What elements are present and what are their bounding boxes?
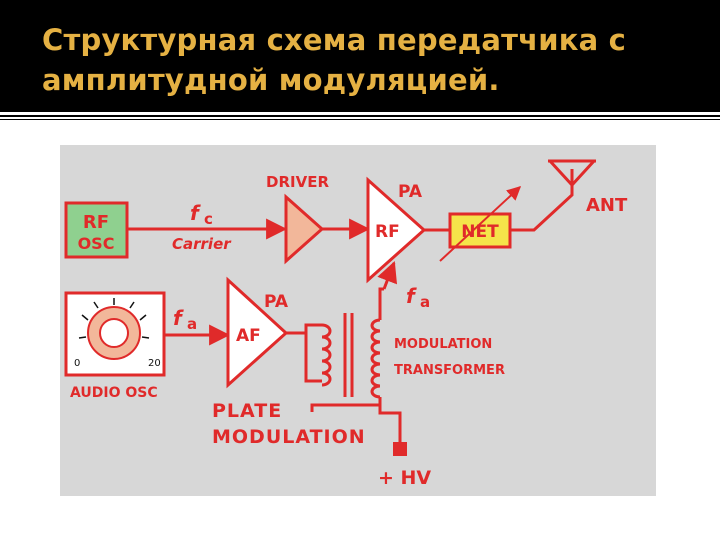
pa-rf-label: RF xyxy=(375,222,400,242)
modulation-transformer-label-1: MODULATION xyxy=(394,337,492,352)
pa-af-amplifier xyxy=(226,276,289,389)
am-transmitter-diagram: RF OSC f c Carrier DRIVER PA RF NET ANT … xyxy=(64,159,628,489)
slide-title-line-1: Структурная схема передатчика с xyxy=(42,23,627,57)
plate-wire xyxy=(310,397,382,412)
modulation-transformer-label-2: TRANSFORMER xyxy=(394,363,505,378)
slide-title-line-2: амплитудной модуляцией. xyxy=(42,63,500,97)
pa-rf-title: PA xyxy=(398,182,423,202)
ant-label: ANT xyxy=(586,195,628,216)
modulation-feed-line xyxy=(378,287,384,315)
net-tuning-arrow xyxy=(439,186,522,262)
audio-osc-label: AUDIO OSC xyxy=(70,385,158,401)
slide-title: Структурная схема передатчика с амплитуд… xyxy=(42,20,702,100)
antenna-feed-line xyxy=(510,169,574,232)
pa-af-title: PA xyxy=(264,292,289,312)
fa-to-pa-rf-arrow xyxy=(377,261,398,290)
hv-terminal xyxy=(393,442,407,456)
audio-osc-block: 0 20 xyxy=(64,291,166,377)
plate-modulation-label: MODULATION xyxy=(212,426,366,448)
pa-rf-amplifier xyxy=(366,176,427,284)
carrier-label: Carrier xyxy=(172,235,232,253)
hv-label: + HV xyxy=(378,467,431,489)
fa-symbol-left: f xyxy=(173,306,184,330)
title-band: Структурная схема передатчика с амплитуд… xyxy=(0,0,720,112)
dial-min-label: 0 xyxy=(74,358,80,369)
pa-af-label: AF xyxy=(236,326,261,346)
diagram-panel: RF OSC f c Carrier DRIVER PA RF NET ANT … xyxy=(60,145,656,496)
hv-wire xyxy=(378,397,402,443)
fa-subscript-left: a xyxy=(187,315,197,333)
antenna-icon xyxy=(548,159,596,188)
af-to-primary-wire xyxy=(286,323,322,335)
rf-osc-label-1: RF xyxy=(83,212,109,233)
net-label: NET xyxy=(461,222,499,242)
rf-osc-block: RF OSC xyxy=(64,201,129,259)
fa-subscript-top: a xyxy=(420,293,430,311)
fc-subscript: c xyxy=(204,210,213,228)
fc-symbol: f xyxy=(190,201,201,225)
driver-amplifier xyxy=(284,193,325,265)
plate-label: PLATE xyxy=(212,400,282,422)
transformer-primary-coil xyxy=(321,323,332,387)
fa-symbol-top: f xyxy=(406,284,417,308)
divider-thin xyxy=(0,119,720,120)
transformer-secondary-coil xyxy=(370,318,381,399)
primary-return-wire xyxy=(304,333,322,383)
divider-thick xyxy=(0,115,720,117)
rf-osc-label-2: OSC xyxy=(78,234,115,253)
driver-label: DRIVER xyxy=(266,173,329,191)
dial-max-label: 20 xyxy=(148,358,161,369)
